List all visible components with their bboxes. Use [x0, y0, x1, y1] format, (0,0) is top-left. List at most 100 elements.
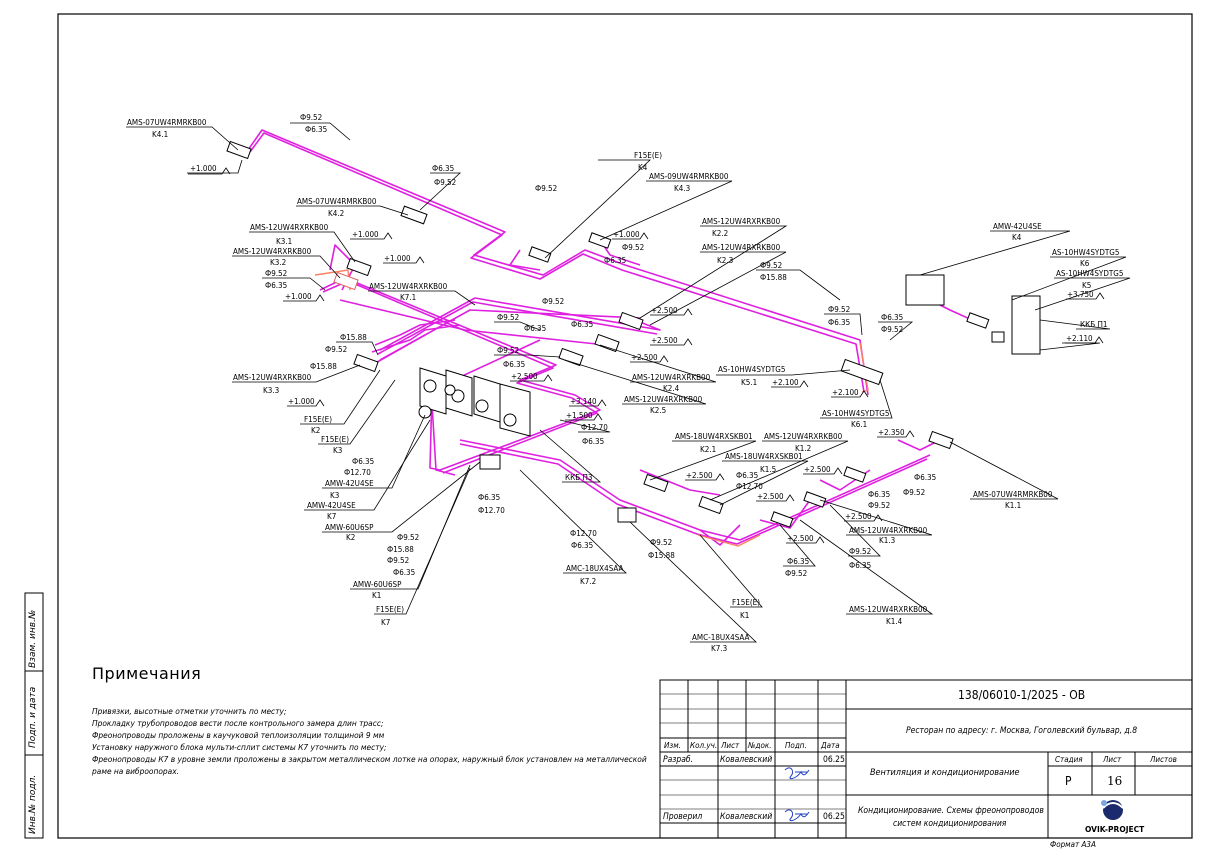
diagram-label: K7: [327, 512, 336, 521]
diagram-label: Ф9.52: [325, 345, 347, 354]
stamp-replacement-inv: Взам. инв.№: [28, 609, 38, 668]
diagram-label: +1.000: [613, 230, 640, 239]
diagram-label: Ф6.35: [849, 561, 871, 570]
signature-1: [784, 767, 810, 780]
diagram-label: AMS-18UW4RXSKB01: [675, 432, 753, 441]
diagram-label: +2.500: [511, 372, 538, 381]
header-date: Дата: [821, 741, 840, 750]
diagram-label: K3: [333, 446, 342, 455]
diagram-label: K5: [1082, 281, 1091, 290]
diagram-label: AMW-42U4SE: [325, 479, 374, 488]
diagram-label: +2.350: [878, 428, 905, 437]
refrigerant-pipes: [247, 129, 973, 546]
diagram-label: K1.4: [886, 617, 903, 626]
diagram-label: Ф9.52: [265, 269, 287, 278]
diagram-label: +2.500: [845, 512, 872, 521]
diagram-label: Ф6.35: [432, 164, 454, 173]
diagram-label: K1.3: [879, 536, 895, 545]
diagram-label: Ф6.35: [571, 541, 593, 550]
diagram-label: Ф6.35: [524, 324, 546, 333]
diagram-label: F15E(E): [304, 415, 332, 424]
diagram-label: AMS-12UW4RXRKB00: [764, 432, 843, 441]
diagram-label: K2.1: [700, 445, 716, 454]
diagram-label: +1.500: [566, 411, 593, 420]
diagram-label: Ф12.70: [736, 482, 763, 491]
diagram-label: AMS-12UW4RXRKB00: [849, 605, 928, 614]
diagram-label: F15E(E): [732, 598, 760, 607]
diagram-label: Ф9.52: [542, 297, 564, 306]
diagram-label: AMC-18UX4SAA: [566, 564, 624, 573]
diagram-label: Ф6.35: [305, 125, 327, 134]
diagram-label: Ф9.52: [903, 488, 925, 497]
diagram-label: AS-10HW4SYDTG5: [1052, 248, 1119, 257]
diagram-label: Ф6.35: [582, 437, 604, 446]
signature-2: [784, 809, 810, 822]
diagram-label: AMW-42U4SE: [993, 222, 1042, 231]
leader-lines: [126, 122, 1131, 643]
diagram-label: Ф6.35: [503, 360, 525, 369]
diagram-label: AMS-12UW4RXRKB00: [624, 395, 703, 404]
diagram-label: +2.500: [651, 306, 678, 315]
document-code: 138/06010-1/2025 - ОВ: [958, 688, 1086, 702]
diagram-label: K3.1: [276, 237, 292, 246]
diagram-label: +1.000: [384, 254, 411, 263]
diagram-label: F15E(E): [634, 151, 662, 160]
diagram-label: K4.3: [674, 184, 690, 193]
diagram-label: Ф15.88: [340, 333, 367, 342]
diagram-label: +3.140: [570, 397, 597, 406]
diagram-label: AS-10HW4SYDTG5: [718, 365, 785, 374]
diagram-label: F15E(E): [376, 605, 404, 614]
diagram-label: Ф9.52: [828, 305, 850, 314]
title-block-grid: [659, 679, 1193, 839]
diagram-label: ККБ П1: [1080, 320, 1107, 329]
diagram-label: Ф9.52: [497, 313, 519, 322]
sheet-title-line-2: систем кондиционирования: [893, 819, 1007, 829]
diagram-label: ККБ П3: [565, 473, 592, 482]
diagram-label: Ф9.52: [785, 569, 807, 578]
diagram-label: Ф12.70: [570, 529, 597, 538]
stamp-original-inv: Инв.№ подл.: [28, 774, 38, 834]
diagram-label: Ф15.88: [387, 545, 414, 554]
header-list: Лист: [721, 741, 740, 750]
diagram-label: AS-10HW4SYDTG5: [822, 409, 889, 418]
diagram-label: +1.000: [288, 397, 315, 406]
header-kol-uch: Кол.уч.: [690, 741, 718, 750]
diagram-label: Ф6.35: [604, 256, 626, 265]
diagram-label: AMW-60U6SP: [325, 523, 374, 532]
role-checker: Проверил: [663, 812, 703, 822]
header-doc-number: №док.: [748, 741, 772, 750]
indoor-units: [226, 140, 990, 528]
note-line: Фреонопроводы проложены в каучуковой теп…: [92, 730, 385, 740]
diagram-label: K1: [372, 591, 381, 600]
diagram-label: Ф9.52: [760, 261, 782, 270]
diagram-label: K2: [346, 533, 355, 542]
sheet-title-line-1: Кондиционирование. Схемы фреонопроводов: [858, 806, 1044, 816]
diagram-label: K1.1: [1005, 501, 1021, 510]
diagram-label: K7.2: [580, 577, 596, 586]
stamp-signature-date: Подп. и дата: [28, 686, 38, 748]
diagram-label: AMC-18UX4SAA: [692, 633, 750, 642]
diagram-label: +2.500: [631, 353, 658, 362]
diagram-label: Ф15.88: [648, 551, 675, 560]
diagram-label: +1.000: [190, 164, 217, 173]
diagram-label: AMS-12UW4RXRKB00: [233, 247, 312, 256]
diagram-label: K4.1: [152, 130, 168, 139]
diagram-label: AMS-12UW4RXRKB00: [702, 217, 781, 226]
diagram-label: AMS-12UW4RXRKB00: [250, 223, 329, 232]
diagram-label: Ф6.35: [352, 457, 374, 466]
diagram-label: Ф12.70: [581, 423, 608, 432]
diagram-label: F15E(E): [321, 435, 349, 444]
diagram-label: K7.3: [711, 644, 727, 653]
diagram-label: AMW-60U6SP: [353, 580, 402, 589]
refrigerant-pipes-accent: [314, 269, 869, 547]
diagram-label: K2: [311, 426, 320, 435]
diagram-label: Ф6.35: [914, 473, 936, 482]
sheet-number: 16: [1107, 774, 1123, 788]
diagram-label: K4: [1012, 233, 1022, 242]
diagram-label: Ф6.35: [265, 281, 287, 290]
diagram-label: +2.110: [1066, 334, 1093, 343]
diagram-label: +2.500: [651, 336, 678, 345]
checker-name: Ковалевский: [720, 812, 773, 822]
diagram-label: K5.1: [741, 378, 757, 387]
diagram-label: AMS-09UW4RMRKB00: [649, 172, 729, 181]
